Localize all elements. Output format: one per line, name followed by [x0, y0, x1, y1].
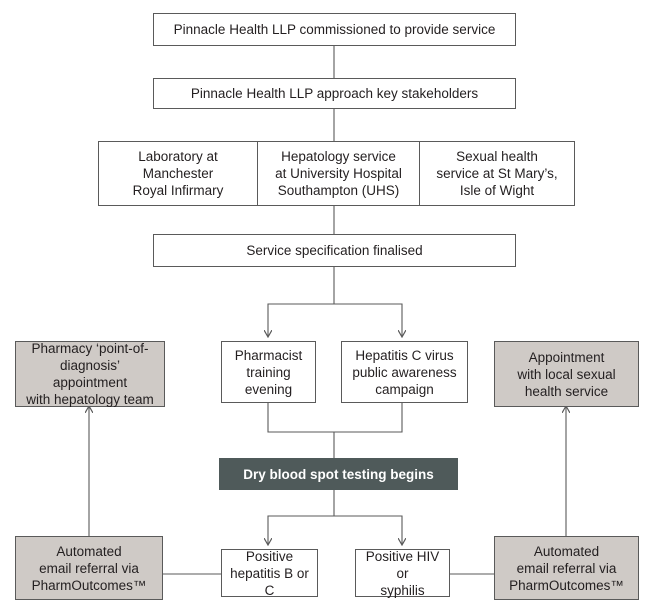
sexual-health-text: Sexual health service at St Mary’s, Isle…: [436, 149, 558, 198]
stakeholders-box: Pinnacle Health LLP approach key stakeho…: [153, 78, 516, 109]
connector-merge-to-testing: [267, 403, 403, 433]
referral-right-text: Automated email referral via PharmOutcom…: [509, 543, 624, 593]
positive-hiv-box: Positive HIV or syphilis: [355, 548, 450, 598]
specification-box: Service specification finalised: [153, 234, 516, 267]
referral-left-text: Automated email referral via PharmOutcom…: [31, 543, 147, 593]
arrow-to-awareness: [334, 303, 402, 336]
referral-right-box: Automated email referral via PharmOutcom…: [494, 536, 639, 600]
positive-hep-text: Positive hepatitis B or C: [230, 548, 309, 598]
pharmacy-appointment-text: Pharmacy ‘point-of- diagnosis’ appointme…: [26, 341, 154, 407]
positive-hep-box: Positive hepatitis B or C: [221, 548, 318, 598]
referral-left-box: Automated email referral via PharmOutcom…: [15, 536, 163, 600]
awareness-box: Hepatitis C virus public awareness campa…: [341, 341, 468, 403]
commissioned-text: Pinnacle Health LLP commissioned to prov…: [173, 22, 496, 37]
testing-begins-text: Dry blood spot testing begins: [243, 466, 434, 482]
specification-text: Service specification finalised: [246, 243, 423, 258]
arrow-to-positive-hep: [268, 515, 334, 544]
hepatology-text: Hepatology service at University Hospita…: [275, 149, 402, 198]
positive-hiv-text: Positive HIV or syphilis: [365, 548, 440, 598]
local-appointment-box: Appointment with local sexual health ser…: [494, 341, 639, 407]
sexual-health-box: Sexual health service at St Mary’s, Isle…: [419, 141, 575, 206]
pharmacist-training-text: Pharmacist training evening: [234, 347, 303, 397]
pharmacist-training-box: Pharmacist training evening: [221, 341, 316, 403]
testing-begins-box: Dry blood spot testing begins: [219, 458, 458, 490]
awareness-text: Hepatitis C virus public awareness campa…: [352, 347, 457, 397]
arrow-to-positive-hiv: [334, 515, 402, 544]
local-appointment-text: Appointment with local sexual health ser…: [517, 349, 616, 399]
hepatology-box: Hepatology service at University Hospita…: [257, 141, 420, 206]
laboratory-text: Laboratory at Manchester Royal Infirmary: [132, 149, 224, 198]
commissioned-box: Pinnacle Health LLP commissioned to prov…: [153, 13, 516, 46]
pharmacy-appointment-box: Pharmacy ‘point-of- diagnosis’ appointme…: [15, 341, 165, 407]
laboratory-box: Laboratory at Manchester Royal Infirmary: [98, 141, 258, 206]
stakeholders-text: Pinnacle Health LLP approach key stakeho…: [190, 86, 479, 101]
arrow-to-pharmacist-training: [268, 303, 334, 336]
